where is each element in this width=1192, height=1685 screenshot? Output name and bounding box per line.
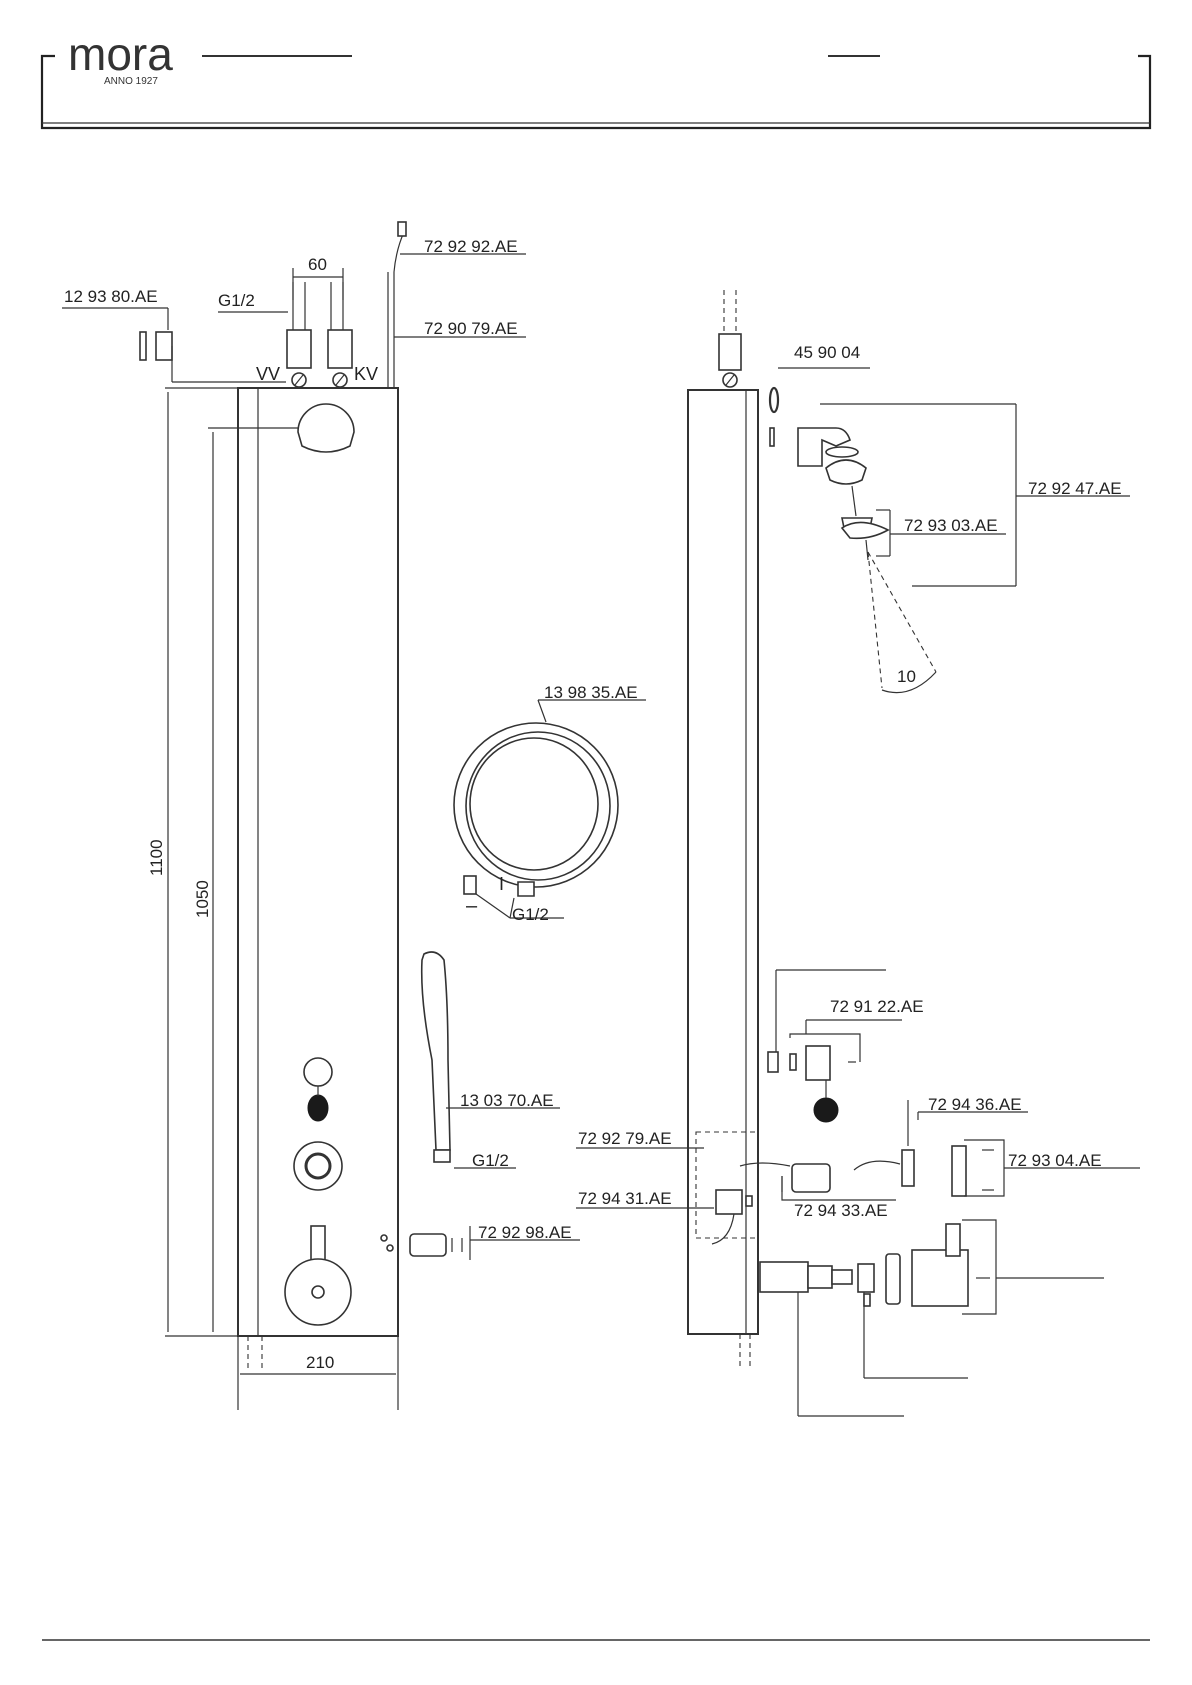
front-view bbox=[238, 272, 398, 1370]
part-label-729303: 72 93 03.AE bbox=[904, 516, 998, 535]
part-label-729247: 72 92 47.AE bbox=[1028, 479, 1122, 498]
part-label-729304: 72 93 04.AE bbox=[1008, 1151, 1102, 1170]
spray-angle-label: 10 bbox=[897, 667, 916, 686]
head-shower-front bbox=[298, 404, 354, 452]
shower-hose: 13 98 35.AE – I G1/2 bbox=[454, 683, 646, 924]
cold-valve-fitting bbox=[328, 330, 352, 368]
part-label-729433: 72 94 33.AE bbox=[794, 1201, 888, 1220]
part-label-729298: 72 92 98.AE bbox=[478, 1223, 572, 1242]
part-label-459004: 45 90 04 bbox=[794, 343, 860, 362]
part-label-729079: 72 90 79.AE bbox=[424, 319, 518, 338]
thread-hose-label: G1/2 bbox=[512, 905, 549, 924]
button-cover-part: 72 92 98.AE bbox=[410, 1223, 580, 1260]
top-labels: 72 92 92.AE 72 90 79.AE bbox=[394, 222, 526, 338]
part-label-729431: 72 94 31.AE bbox=[578, 1189, 672, 1208]
thread-top-label: G1/2 bbox=[218, 291, 255, 310]
dim-pipe-spacing: 60 bbox=[308, 255, 327, 274]
hand-shower: 13 03 70.AE G1/2 bbox=[422, 952, 560, 1170]
hose-mark: I bbox=[499, 874, 504, 894]
brand-logo: mora bbox=[68, 28, 173, 80]
part-label-729122: 72 91 22.AE bbox=[830, 997, 924, 1016]
selector-lever bbox=[308, 1095, 328, 1121]
hot-valve-fitting bbox=[287, 330, 311, 368]
brand-tagline: ANNO 1927 bbox=[104, 76, 158, 87]
dim-height-inner: 1050 bbox=[193, 880, 212, 918]
hose-end-mark: – bbox=[466, 895, 478, 917]
dim-height-outer: 1100 bbox=[147, 839, 166, 876]
part-label-729292: 72 92 92.AE bbox=[424, 237, 518, 256]
part-label-129380: 12 93 80.AE bbox=[64, 287, 158, 306]
cold-marker-label: KV bbox=[354, 364, 378, 384]
part-label-139835: 13 98 35.AE bbox=[544, 683, 638, 702]
thread-handshower-label: G1/2 bbox=[472, 1151, 509, 1170]
part-label-729436: 72 94 36.AE bbox=[928, 1095, 1022, 1114]
side-view: 45 90 04 10 72 92 47.AE 72 93 03.AE bbox=[688, 290, 1130, 1370]
side-components: 72 91 22.AE 72 94 36.AE 72 93 04.AE 72 9… bbox=[576, 970, 1140, 1416]
dim-width: 210 bbox=[306, 1353, 334, 1372]
part-label-130370: 13 03 70.AE bbox=[460, 1091, 554, 1110]
panel-front bbox=[238, 388, 398, 1336]
hot-marker-label: VV bbox=[256, 364, 280, 384]
head-shower-nozzle bbox=[842, 522, 888, 538]
selector-dial bbox=[304, 1058, 332, 1086]
part-label-729279: 72 92 79.AE bbox=[578, 1129, 672, 1148]
header-frame: mora ANNO 1927 bbox=[42, 28, 1150, 128]
